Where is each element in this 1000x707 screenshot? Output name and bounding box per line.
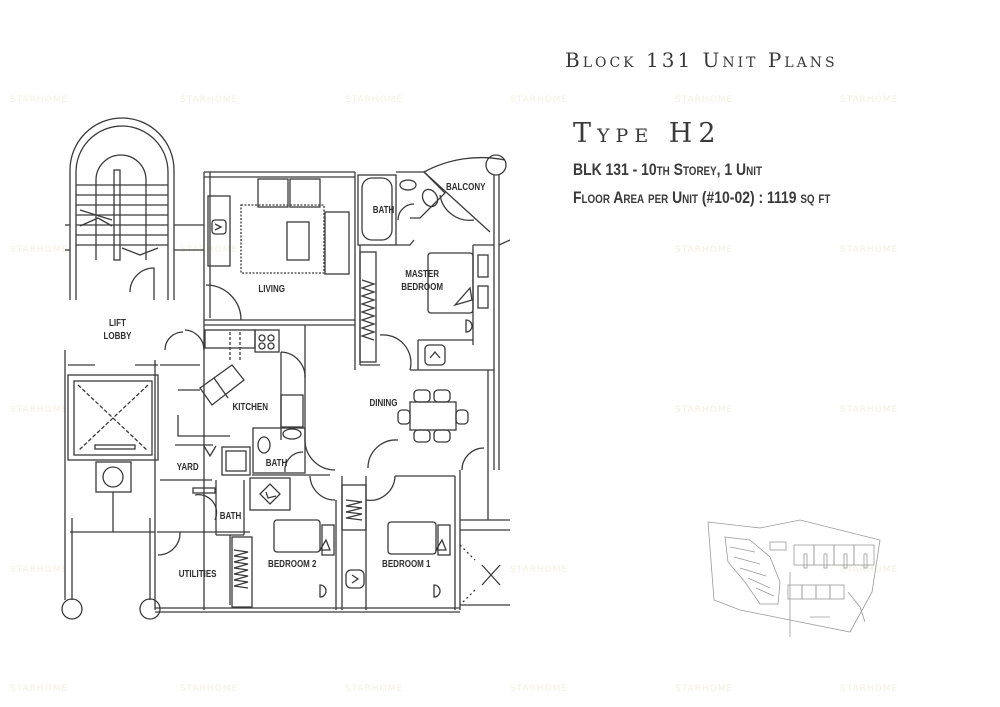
room-label-kitchen: KITCHEN <box>232 402 269 413</box>
room-label-dining: DINING <box>369 398 398 409</box>
page-title: Block 131 Unit Plans <box>565 48 838 72</box>
room-label-master-bedroom: MASTER BEDROOM <box>401 269 444 293</box>
room-label-yard-bath: BATH <box>219 511 242 522</box>
unit-type-title: Type H2 <box>573 118 722 149</box>
room-label-lift-lobby: LIFT LOBBY <box>103 318 132 342</box>
room-label-bedroom-1: BEDROOM 1 <box>382 559 431 570</box>
site-plan-drawing <box>707 519 881 637</box>
room-label-bedroom-2: BEDROOM 2 <box>268 559 317 570</box>
room-label-balcony: BALCONY <box>445 182 486 193</box>
room-label-common-bath: BATH <box>265 458 288 469</box>
floor-area-line: Floor Area per Unit (#10-02) : 1119 sq f… <box>573 188 831 207</box>
room-label-master-bath: BATH <box>372 205 395 216</box>
room-label-yard: YARD <box>176 462 199 473</box>
block-storey-line: BLK 131 - 10th Storey, 1 Unit <box>573 160 762 179</box>
site-plan-key <box>700 512 890 637</box>
room-label-utilities: UTILITIES <box>178 569 217 580</box>
room-label-living: LIVING <box>258 284 286 295</box>
